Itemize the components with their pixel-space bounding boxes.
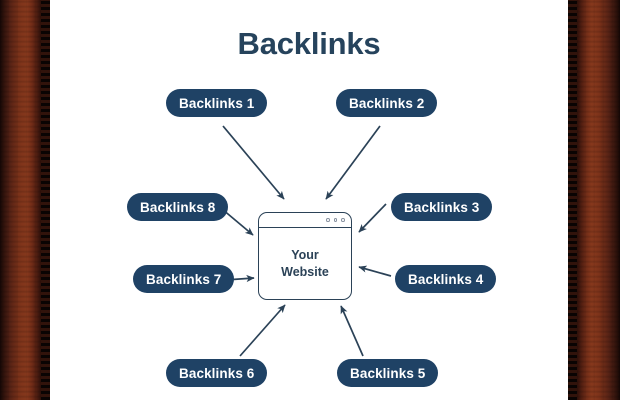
your-website-node[interactable]: Your Website — [258, 212, 352, 300]
browser-dot-icon — [333, 218, 338, 222]
arrow-layer — [221, 125, 392, 357]
picture-frame-right — [568, 0, 620, 400]
badge-backlinks-6[interactable]: Backlinks 6 — [166, 359, 268, 387]
arrow-backlinks-4 — [358, 265, 392, 277]
picture-frame-left — [0, 0, 50, 400]
browser-body: Your Website — [259, 228, 351, 299]
arrow-backlinks-3 — [358, 203, 387, 233]
page-title: Backlinks — [237, 26, 381, 61]
badge-backlinks-3[interactable]: Backlinks 3 — [391, 193, 493, 221]
frame-beading-left — [41, 0, 50, 400]
frame-beading-right — [568, 0, 577, 400]
arrow-backlinks-2 — [325, 125, 381, 200]
your-website-line1: Your — [291, 247, 319, 262]
your-website-line2: Website — [281, 265, 329, 279]
badge-backlinks-1[interactable]: Backlinks 1 — [166, 89, 268, 117]
arrow-backlinks-6 — [239, 304, 286, 357]
arrow-backlinks-1 — [222, 125, 285, 200]
badge-backlinks-8[interactable]: Backlinks 8 — [127, 193, 229, 221]
browser-dot-icon — [326, 218, 330, 222]
diagram-canvas: Backlinks B — [50, 0, 568, 400]
badge-backlinks-5[interactable]: Backlinks 5 — [337, 359, 439, 387]
badge-backlinks-7[interactable]: Backlinks 7 — [133, 265, 235, 293]
arrow-backlinks-8 — [221, 208, 254, 236]
browser-titlebar — [259, 213, 351, 228]
arrow-backlinks-5 — [340, 305, 364, 357]
browser-dot-icon — [341, 218, 345, 222]
badge-backlinks-4[interactable]: Backlinks 4 — [395, 265, 497, 293]
badge-backlinks-2[interactable]: Backlinks 2 — [336, 89, 438, 117]
